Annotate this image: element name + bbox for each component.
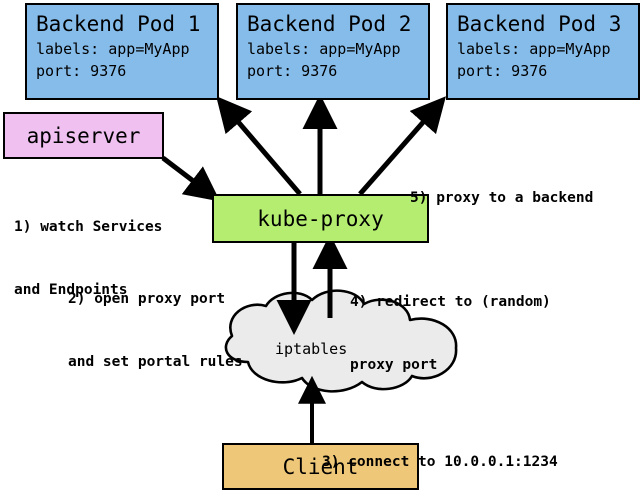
kube-proxy-node[interactable]: kube-proxy: [212, 194, 429, 243]
step-4-label: 4) redirect to (random) proxy port: [350, 250, 551, 418]
client-label: Client: [282, 454, 359, 479]
pod-3-title: Backend Pod 3: [457, 12, 622, 36]
step-2-line-1: 2) open proxy port: [68, 291, 226, 307]
step-1-label: 1) watch Services and Endpoints: [14, 175, 162, 343]
backend-pod-2[interactable]: Backend Pod 2 labels: app=MyApp port: 93…: [236, 3, 430, 100]
step-4-line-1: 4) redirect to (random): [350, 294, 551, 310]
step-2-label: 2) open proxy port and set portal rules: [68, 247, 243, 415]
kube-proxy-label: kube-proxy: [257, 206, 384, 231]
pod-1-labels: labels: app=MyApp: [36, 40, 190, 58]
step-2-line-2: and set portal rules: [68, 354, 243, 370]
apiserver-node[interactable]: apiserver: [3, 112, 164, 159]
apiserver-label: apiserver: [26, 123, 141, 148]
step-5-label: 5) proxy to a backend: [410, 146, 593, 251]
pod-3-port: port: 9376: [457, 62, 548, 80]
pod-2-port: port: 9376: [247, 62, 338, 80]
pod-3-labels: labels: app=MyApp: [457, 40, 611, 58]
backend-pod-3[interactable]: Backend Pod 3 labels: app=MyApp port: 93…: [446, 3, 640, 100]
pod-2-title: Backend Pod 2: [247, 12, 412, 36]
pod-1-title: Backend Pod 1: [36, 12, 201, 36]
step-3-label: 3) connect to 10.0.0.1:1234: [322, 410, 558, 494]
step-5-line-1: 5) proxy to a backend: [410, 190, 594, 206]
step-1-line-1: 1) watch Services: [14, 219, 163, 235]
backend-pod-1[interactable]: Backend Pod 1 labels: app=MyApp port: 93…: [25, 3, 219, 100]
client-node[interactable]: Client: [222, 443, 419, 490]
step-1-line-2: and Endpoints: [14, 282, 128, 298]
step-4-line-2: proxy port: [350, 357, 438, 373]
pod-2-labels: labels: app=MyApp: [247, 40, 401, 58]
step-3-line-1: 3) connect to 10.0.0.1:1234: [322, 454, 558, 470]
iptables-label: iptables: [275, 340, 348, 358]
pod-1-port: port: 9376: [36, 62, 127, 80]
